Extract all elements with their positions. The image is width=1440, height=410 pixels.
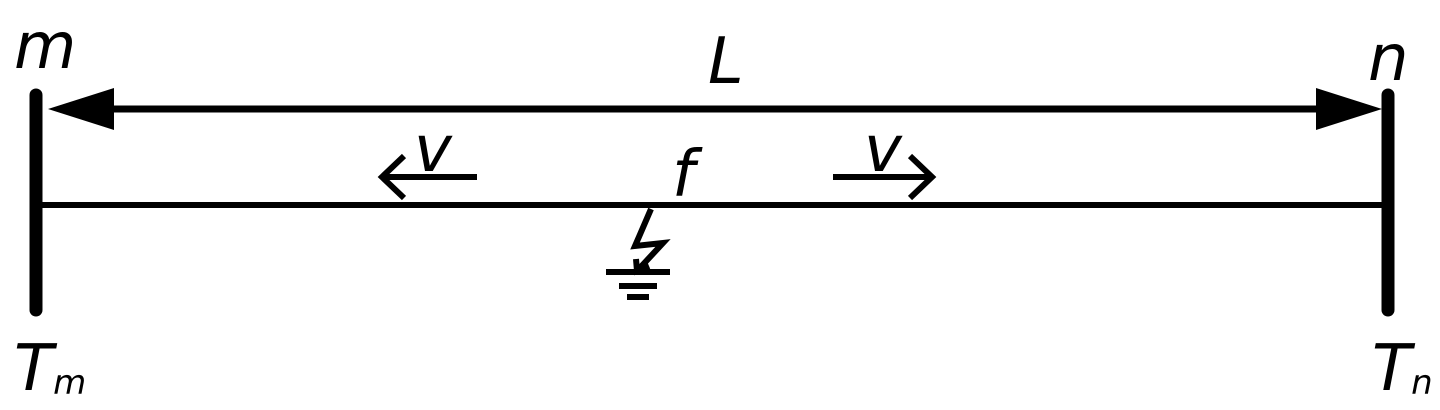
left-time-label: Tm	[14, 332, 86, 406]
velocity-arrow-left	[377, 153, 477, 201]
velocity-label-left: v	[414, 113, 453, 187]
velocity-arrow-right	[833, 153, 937, 201]
length-dimension-arrow	[48, 88, 1382, 130]
length-arrowhead-right	[1316, 88, 1382, 130]
left-bus-label: m	[14, 10, 76, 84]
right-time-main: T	[1372, 332, 1416, 406]
lightning-fault-icon	[630, 207, 671, 276]
right-time-label: Tn	[1372, 332, 1433, 406]
velocity-label-right: v	[864, 113, 903, 187]
length-arrowhead-left	[48, 88, 114, 130]
right-bus-label: n	[1368, 22, 1409, 96]
ground-icon	[606, 269, 670, 300]
fault-label: f	[672, 138, 703, 212]
length-label: L	[708, 25, 744, 99]
left-time-main: T	[14, 332, 58, 406]
right-time-subscript: n	[1411, 363, 1433, 403]
left-time-subscript: m	[53, 363, 86, 403]
